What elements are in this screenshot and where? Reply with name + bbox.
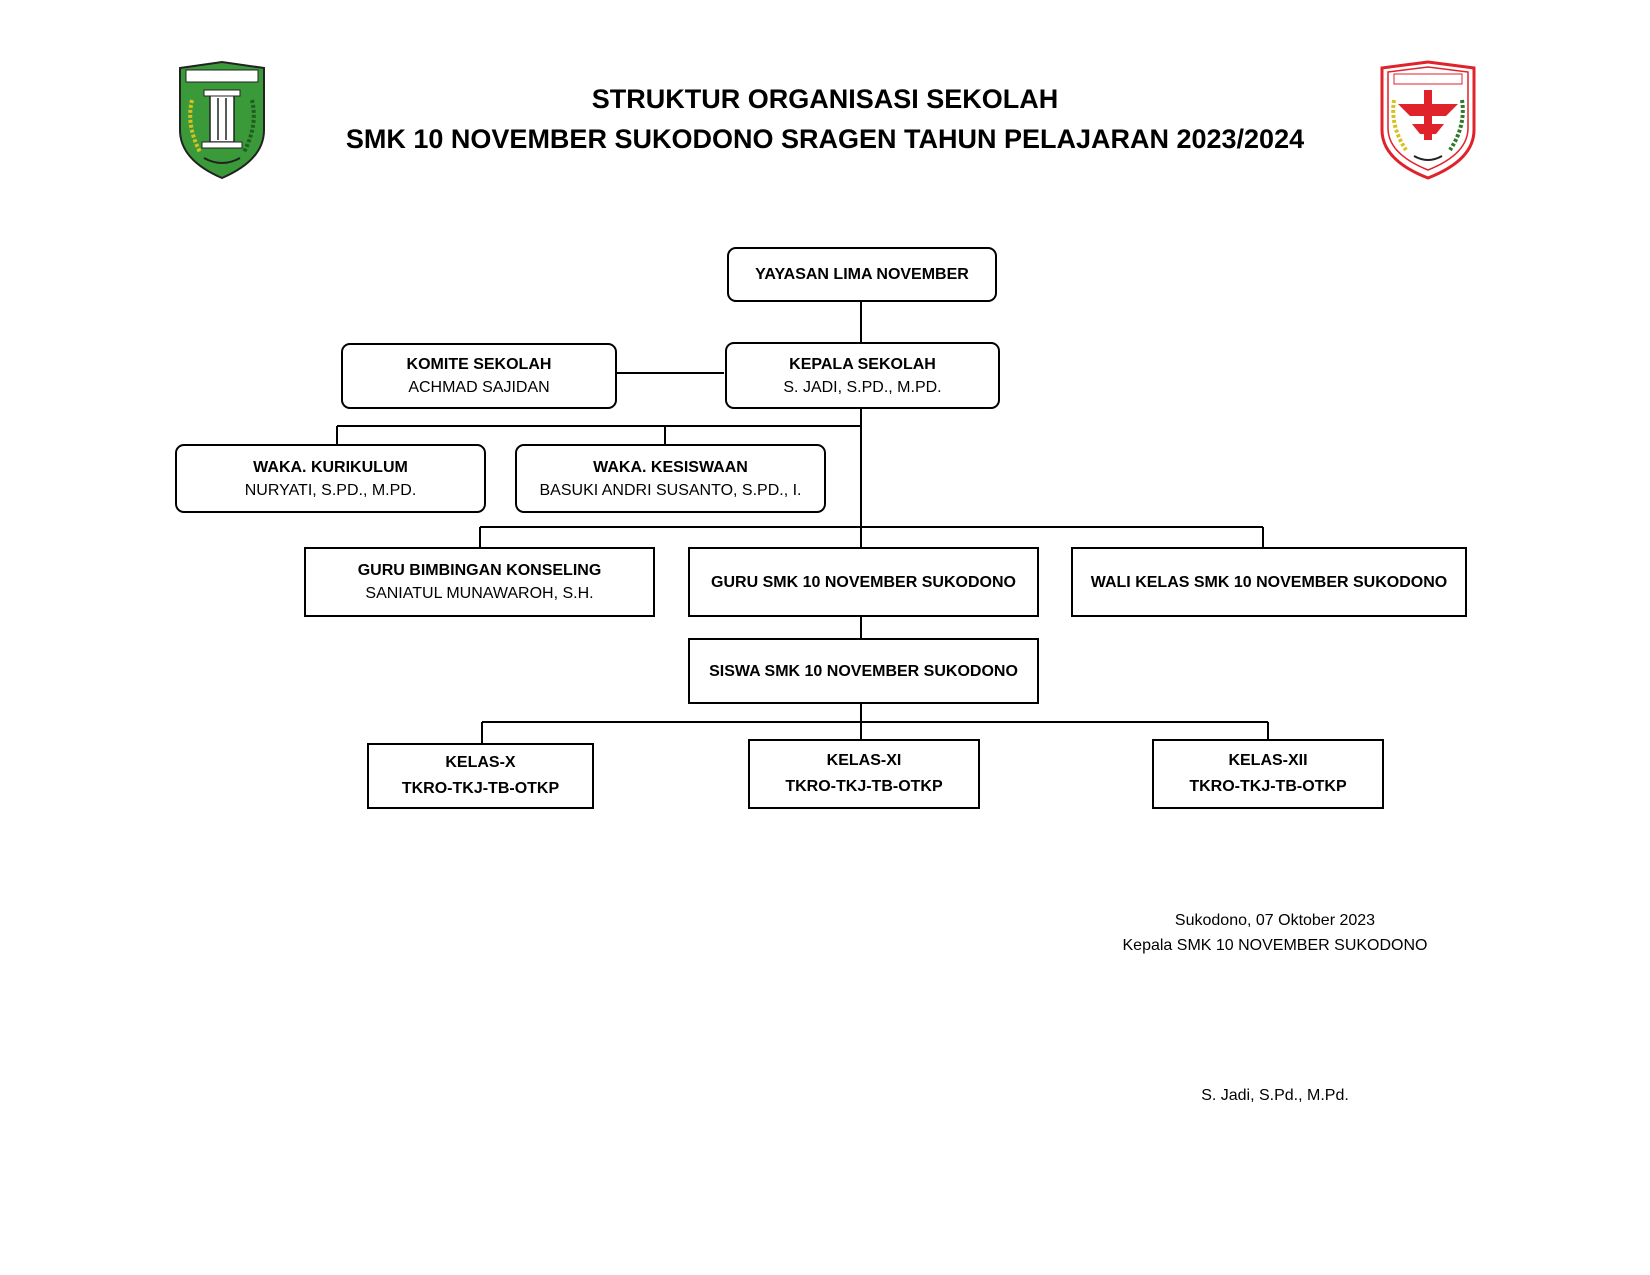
footer-signatory: S. Jadi, S.Pd., M.Pd. (1201, 1087, 1349, 1104)
box-guru: GURU SMK 10 NOVEMBER SUKODONO (688, 547, 1039, 617)
siswa-title: SISWA SMK 10 NOVEMBER SUKODONO (709, 662, 1018, 680)
kelas-xi-programs: TKRO-TKJ-TB-OTKP (785, 778, 943, 795)
footer-position: Kepala SMK 10 NOVEMBER SUKODONO (1122, 937, 1428, 954)
box-yayasan: YAYASAN LIMA NOVEMBER (727, 247, 997, 302)
kelas-xi-title: KELAS-XI (826, 752, 902, 769)
wali-kelas-title: WALI KELAS SMK 10 NOVEMBER SUKODONO (1090, 573, 1448, 591)
waka-kesiswaan-name: BASUKI ANDRI SUSANTO, S.PD., I. (539, 481, 802, 499)
yayasan-title: YAYASAN LIMA NOVEMBER (755, 266, 969, 283)
kepala-name: S. JADI, S.PD., M.PD. (783, 378, 942, 396)
box-siswa: SISWA SMK 10 NOVEMBER SUKODONO (688, 638, 1039, 704)
komite-name: ACHMAD SAJIDAN (408, 379, 550, 396)
guru-bk-title: GURU BIMBINGAN KONSELING (357, 562, 602, 579)
box-guru-bk: GURU BIMBINGAN KONSELING SANIATUL MUNAWA… (304, 547, 655, 617)
footer-place-date: Sukodono, 07 Oktober 2023 (1174, 912, 1376, 929)
box-kelas-xii: KELAS-XII TKRO-TKJ-TB-OTKP (1152, 739, 1384, 809)
kelas-x-title: KELAS-X (445, 754, 516, 771)
waka-kurikulum-title: WAKA. KURIKULUM (253, 458, 408, 476)
guru-bk-name: SANIATUL MUNAWAROH, S.H. (365, 585, 594, 602)
box-waka-kesiswaan: WAKA. KESISWAAN BASUKI ANDRI SUSANTO, S.… (515, 444, 826, 513)
komite-title: KOMITE SEKOLAH (406, 356, 552, 373)
box-kepala-sekolah: KEPALA SEKOLAH S. JADI, S.PD., M.PD. (725, 342, 1000, 409)
kelas-xii-programs: TKRO-TKJ-TB-OTKP (1189, 778, 1347, 795)
kelas-xii-title: KELAS-XII (1228, 752, 1308, 769)
box-waka-kurikulum: WAKA. KURIKULUM NURYATI, S.PD., M.PD. (175, 444, 486, 513)
box-wali-kelas: WALI KELAS SMK 10 NOVEMBER SUKODONO (1071, 547, 1467, 617)
kepala-title: KEPALA SEKOLAH (789, 355, 936, 373)
box-komite-sekolah: KOMITE SEKOLAH ACHMAD SAJIDAN (341, 343, 617, 409)
page-title: STRUKTUR ORGANISASI SEKOLAH (591, 84, 1059, 114)
waka-kesiswaan-title: WAKA. KESISWAAN (593, 458, 748, 476)
kelas-x-programs: TKRO-TKJ-TB-OTKP (401, 780, 560, 797)
smk-logo (1380, 60, 1476, 180)
yayasan-logo (179, 60, 265, 180)
box-kelas-xi: KELAS-XI TKRO-TKJ-TB-OTKP (748, 739, 980, 809)
page-subtitle: SMK 10 NOVEMBER SUKODONO SRAGEN TAHUN PE… (345, 124, 1305, 154)
waka-kurikulum-name: NURYATI, S.PD., M.PD. (244, 481, 417, 499)
guru-title: GURU SMK 10 NOVEMBER SUKODONO (711, 573, 1016, 591)
box-kelas-x: KELAS-X TKRO-TKJ-TB-OTKP (367, 743, 594, 809)
